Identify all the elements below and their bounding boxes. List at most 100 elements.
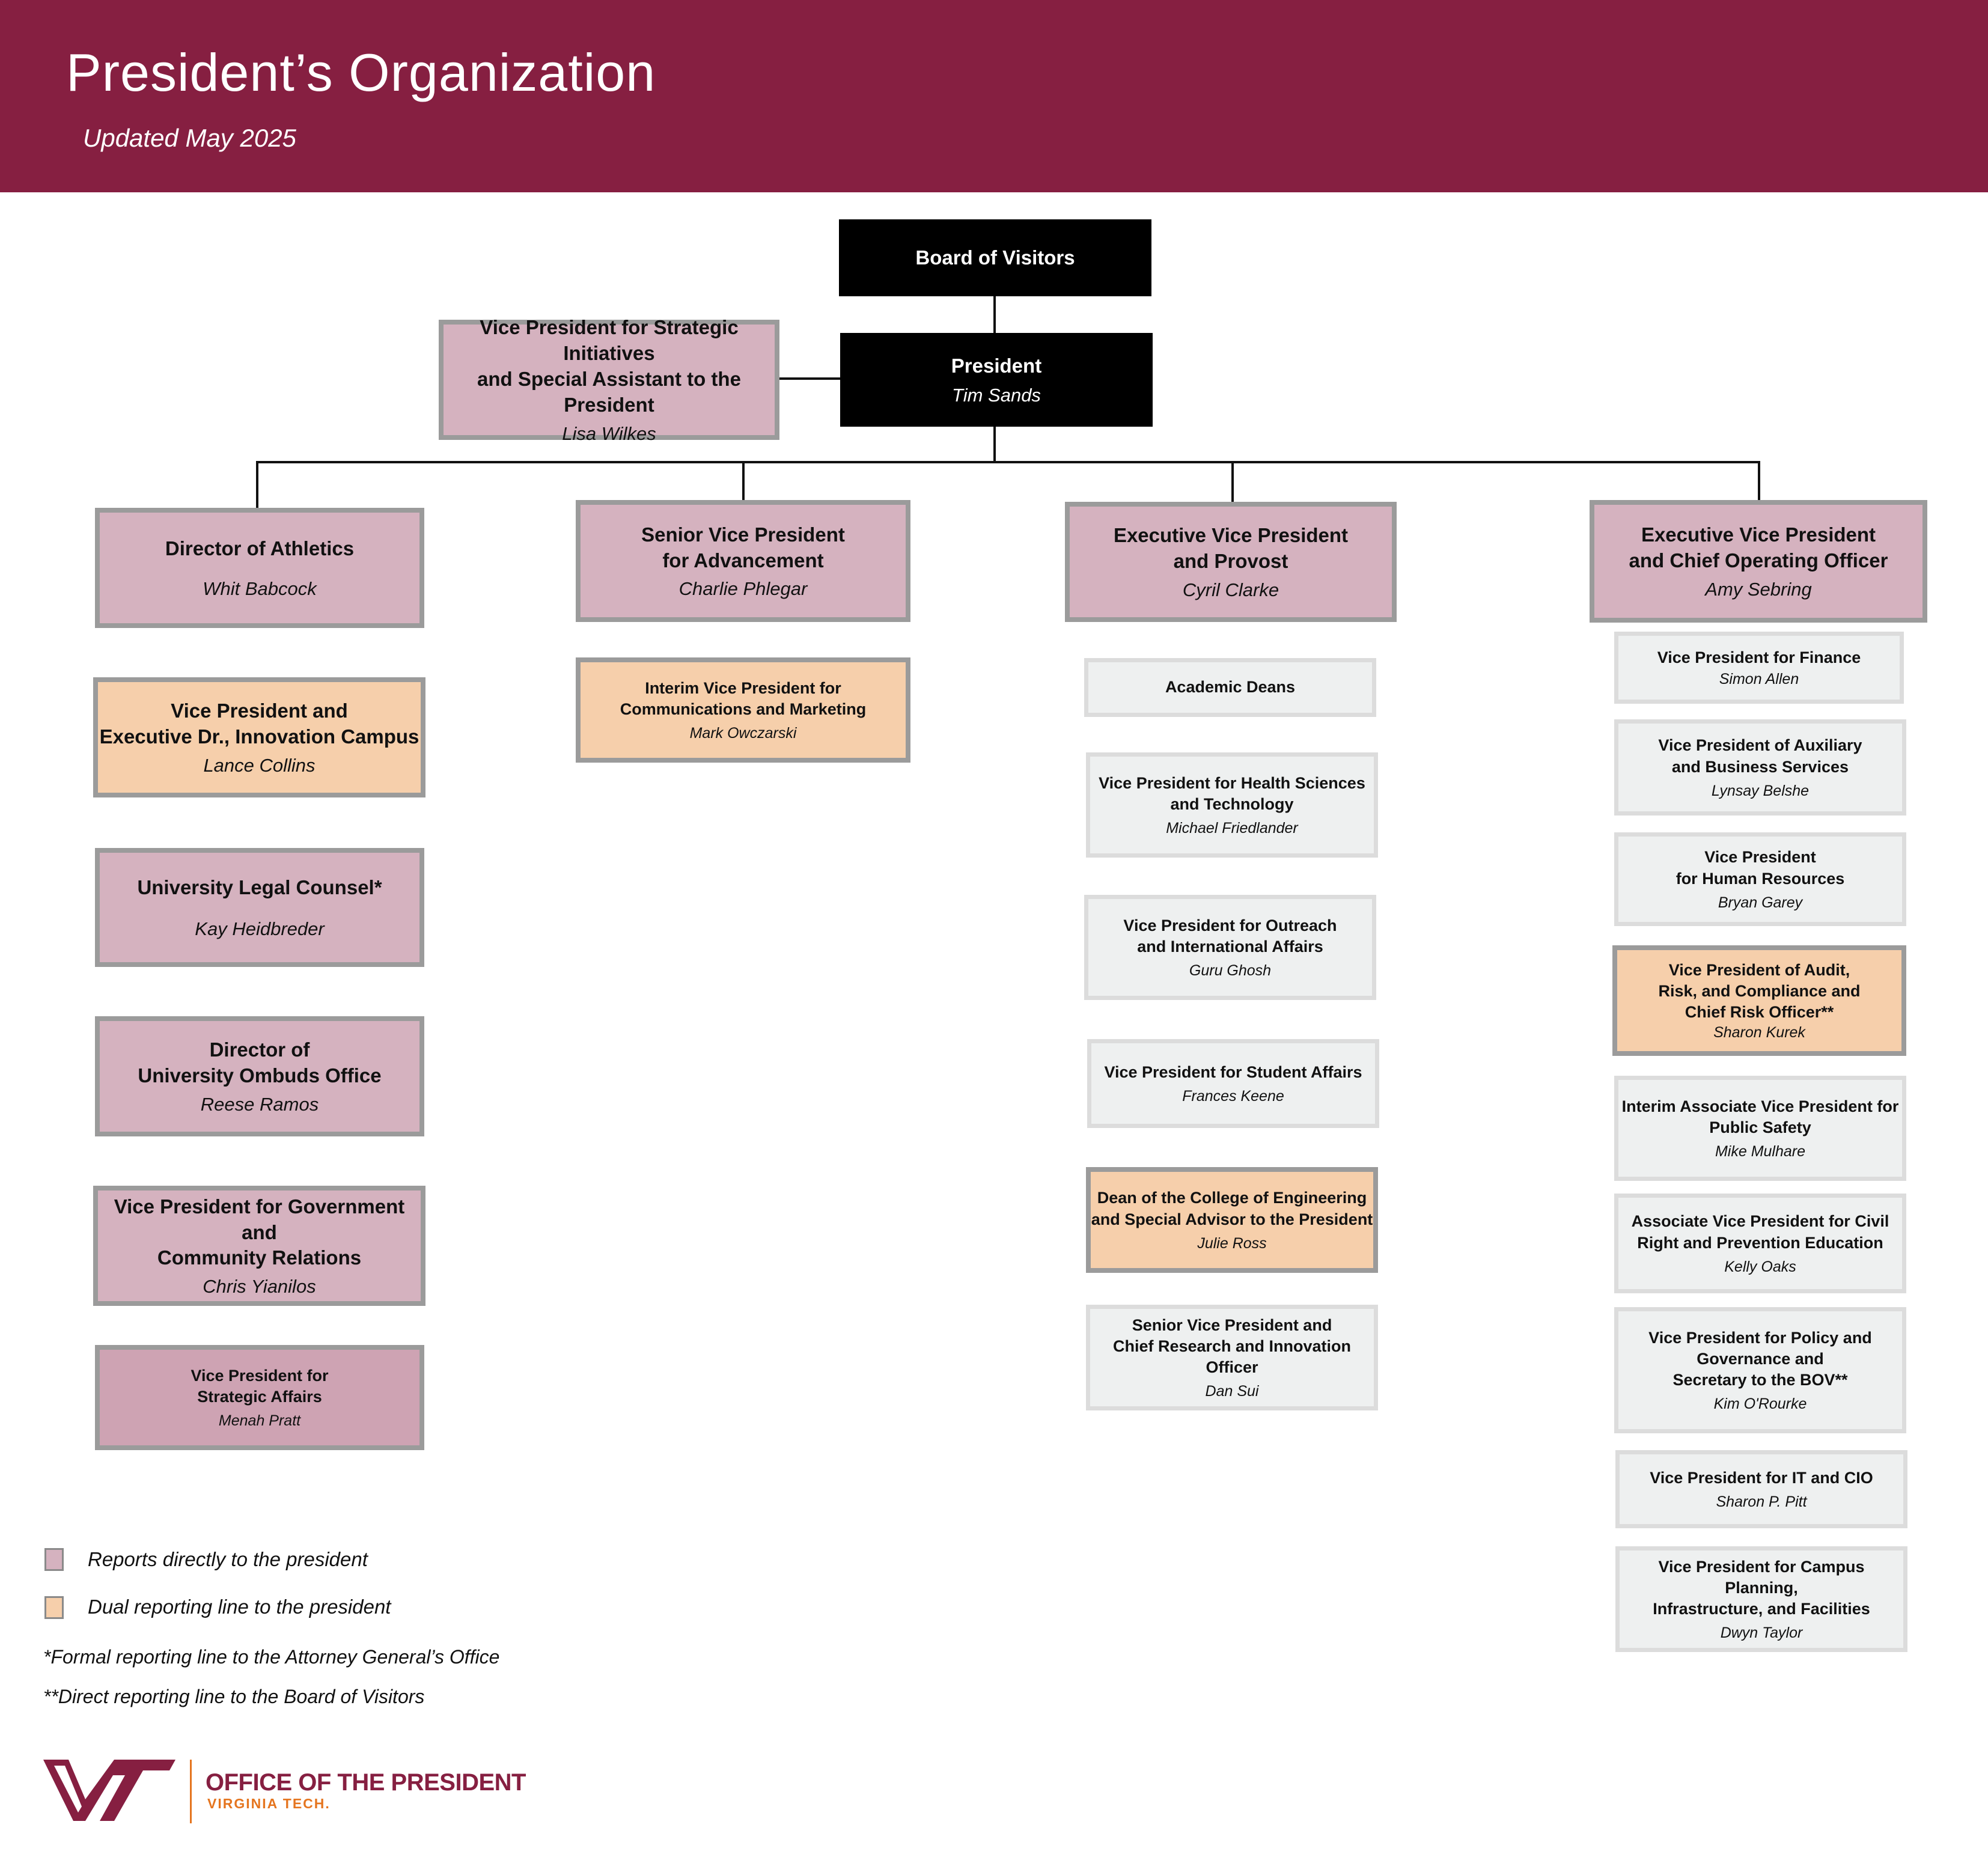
page-subtitle: Updated May 2025 <box>83 124 296 152</box>
finance-vp-box: Vice President for Finance Simon Allen <box>1614 632 1904 704</box>
box-name: Kim O'Rourke <box>1713 1395 1807 1413</box>
box-title: Executive Vice President and Provost <box>1113 524 1349 572</box>
box-name: Kelly Oaks <box>1724 1258 1796 1275</box>
box-name: Sharon P. Pitt <box>1716 1493 1807 1511</box>
audit-risk-compliance-box: Vice President of Audit, Risk, and Compl… <box>1612 945 1906 1056</box>
line-horizontal-bus <box>256 461 1760 463</box>
board-of-visitors-box: Board of Visitors <box>839 219 1151 296</box>
box-name: Cyril Clarke <box>1182 579 1279 600</box>
box-name: Menah Pratt <box>218 1412 301 1430</box>
box-title: Vice President for Campus Planning, Infr… <box>1653 1557 1870 1618</box>
president-name: Tim Sands <box>952 385 1041 406</box>
box-title: University Legal Counsel* <box>137 876 382 898</box>
box-title: Director of Athletics <box>165 537 355 560</box>
box-name: Mike Mulhare <box>1715 1143 1806 1160</box>
research-innovation-box: Senior Vice President and Chief Research… <box>1086 1305 1378 1410</box>
box-title: Vice President of Auxiliary and Business… <box>1658 736 1862 776</box>
policy-governance-box: Vice President for Policy and Governance… <box>1614 1307 1906 1433</box>
legend-dual-label: Dual reporting line to the president <box>88 1596 391 1618</box>
board-of-visitors-label: Board of Visitors <box>915 246 1075 269</box>
outreach-international-box: Vice President for Outreach and Internat… <box>1084 895 1376 1000</box>
provost-head-box: Executive Vice President and Provost Cyr… <box>1065 502 1397 622</box>
vt-logo-icon <box>43 1760 175 1821</box>
advancement-head-box: Senior Vice President for Advancement Ch… <box>576 500 910 622</box>
government-relations-box: Vice President for Government and Commun… <box>93 1186 425 1306</box>
logo-divider <box>190 1760 192 1823</box>
footnote-attorney-general: *Formal reporting line to the Attorney G… <box>43 1646 500 1668</box>
box-title: Vice President for Outreach and Internat… <box>1123 916 1337 956</box>
special-assistant-name: Lisa Wilkes <box>562 422 656 444</box>
box-name: Dan Sui <box>1205 1383 1259 1400</box>
box-name: Simon Allen <box>1719 671 1799 688</box>
box-name: Dwyn Taylor <box>1720 1624 1803 1642</box>
line-board-president <box>993 296 996 333</box>
box-title: Vice President for Student Affairs <box>1104 1063 1362 1081</box>
box-title: Vice President for Policy and Governance… <box>1648 1328 1872 1389</box>
academic-deans-box: Academic Deans <box>1084 658 1376 717</box>
communications-marketing-box: Interim Vice President for Communication… <box>576 657 910 763</box>
box-name: Charlie Phlegar <box>678 578 808 600</box>
box-name: Reese Ramos <box>200 1093 319 1115</box>
footnote-board-of-visitors: **Direct reporting line to the Board of … <box>43 1686 425 1707</box>
box-name: Lynsay Belshe <box>1711 782 1810 799</box>
line-president-down <box>993 425 996 463</box>
health-sciences-box: Vice President for Health Sciences and T… <box>1086 752 1378 858</box>
box-title: Vice President for Strategic Affairs <box>191 1366 329 1406</box>
legend-direct-label: Reports directly to the president <box>88 1548 368 1570</box>
box-title: Vice President for Finance <box>1657 648 1861 666</box>
box-title: Interim Associate Vice President for Pub… <box>1621 1097 1899 1136</box>
box-title: Executive Vice President and Chief Opera… <box>1629 523 1888 572</box>
logo-university-text: VIRGINIA TECH. <box>207 1796 331 1811</box>
legend-dual-swatch <box>44 1596 64 1619</box>
box-name: Amy Sebring <box>1705 578 1812 600</box>
box-title: Director of University Ombuds Office <box>138 1038 382 1087</box>
box-title: Senior Vice President and Chief Research… <box>1112 1316 1352 1377</box>
civil-rights-box: Associate Vice President for Civil Right… <box>1614 1194 1906 1293</box>
box-name: Lance Collins <box>203 754 316 776</box>
dean-engineering-box: Dean of the College of Engineering and S… <box>1086 1167 1378 1273</box>
ombuds-office-box: Director of University Ombuds Office Ree… <box>95 1016 424 1136</box>
president-box: President Tim Sands <box>840 333 1153 427</box>
box-name: Guru Ghosh <box>1189 962 1272 980</box>
box-title: Vice President and Executive Dr., Innova… <box>99 700 419 748</box>
legal-counsel-box: University Legal Counsel* Kay Heidbreder <box>95 848 424 967</box>
box-name: Mark Owczarski <box>689 725 797 742</box>
page-title: President’s Organization <box>66 43 656 102</box>
special-assistant-title: Vice President for Strategic Initiatives… <box>477 316 741 416</box>
innovation-campus-vp-box: Vice President and Executive Dr., Innova… <box>93 677 425 797</box>
president-title: President <box>951 354 1042 377</box>
special-assistant-box: Vice President for Strategic Initiatives… <box>439 316 779 444</box>
line-drop-col1 <box>256 461 258 508</box>
strategic-affairs-box: Vice President for Strategic Affairs Men… <box>95 1345 424 1450</box>
logo-office-text: OFFICE OF THE PRESIDENT <box>206 1769 526 1796</box>
box-name: Kay Heidbreder <box>195 918 325 940</box>
line-drop-col4 <box>1758 461 1760 500</box>
public-safety-box: Interim Associate Vice President for Pub… <box>1614 1076 1906 1181</box>
box-name: Sharon Kurek <box>1713 1024 1805 1041</box>
human-resources-box: Vice President for Human Resources Bryan… <box>1614 832 1906 926</box>
box-title: Vice President for Human Resources <box>1675 848 1845 888</box>
student-affairs-box: Vice President for Student Affairs Franc… <box>1087 1039 1379 1128</box>
campus-planning-box: Vice President for Campus Planning, Infr… <box>1615 1546 1907 1652</box>
box-title: Academic Deans <box>1165 678 1296 697</box>
box-name: Chris Yianilos <box>203 1276 316 1297</box>
box-title: Associate Vice President for Civil Right… <box>1631 1212 1889 1252</box>
auxiliary-business-box: Vice President of Auxiliary and Business… <box>1614 719 1906 816</box>
box-title: Vice President for IT and CIO <box>1650 1468 1873 1487</box>
box-name: Frances Keene <box>1182 1088 1284 1105</box>
legend-direct-swatch <box>44 1548 64 1571</box>
box-name: Bryan Garey <box>1718 894 1803 911</box>
box-name: Michael Friedlander <box>1166 820 1298 837</box>
header-banner: President’s Organization Updated May 202… <box>0 0 1988 192</box>
box-title: Interim Vice President for Communication… <box>620 678 867 718</box>
box-title: Vice President of Audit, Risk, and Compl… <box>1658 960 1861 1022</box>
box-title: Dean of the College of Engineering and S… <box>1091 1189 1373 1228</box>
box-title: Vice President for Government and Commun… <box>114 1195 405 1269</box>
box-name: Whit Babcock <box>203 578 317 600</box>
coo-head-box: Executive Vice President and Chief Opera… <box>1590 500 1927 623</box>
box-title: Senior Vice President for Advancement <box>641 523 845 572</box>
line-assistant-president <box>778 377 841 380</box>
director-of-athletics-box: Director of Athletics Whit Babcock <box>95 508 424 628</box>
line-drop-col3 <box>1231 461 1234 502</box>
it-cio-box: Vice President for IT and CIO Sharon P. … <box>1615 1450 1907 1528</box>
